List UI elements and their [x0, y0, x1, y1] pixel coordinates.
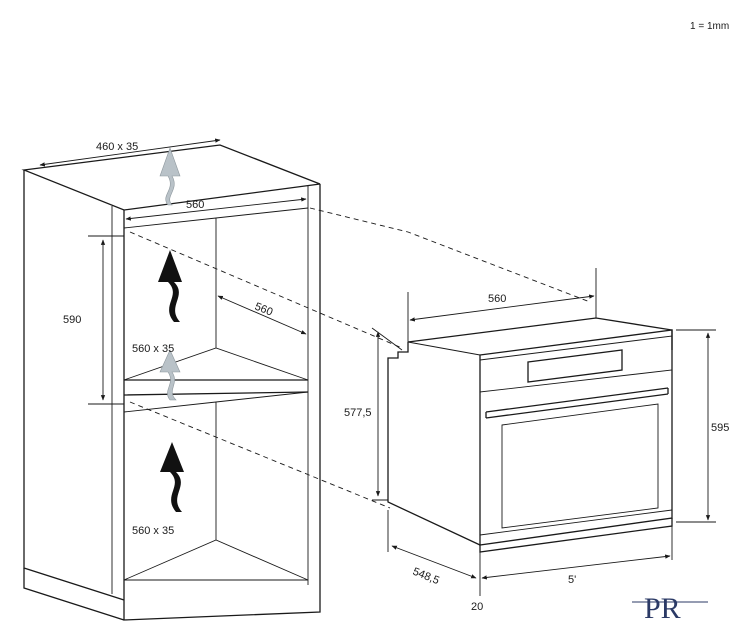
lower-niche	[123, 391, 309, 581]
oven-depth-label: 548,5	[411, 566, 441, 587]
oven-body	[387, 317, 673, 546]
display-window	[527, 349, 623, 383]
vent-arrow-middle-icon	[159, 349, 181, 401]
control-panel	[479, 335, 673, 393]
vent-arrow-upper-icon	[158, 250, 182, 322]
oven	[387, 317, 673, 553]
vent-bottom-label: 560 x 35	[132, 525, 174, 537]
brand-logo: PR	[632, 592, 708, 625]
oven-handle-icon	[485, 387, 669, 419]
inner-width-label: 560	[186, 199, 204, 211]
door-window	[501, 403, 659, 529]
front-offset-label: 5'	[568, 574, 576, 586]
cabinet-left-side	[23, 170, 125, 601]
middle-shelf	[123, 379, 309, 396]
brand-logo-text: PR	[644, 592, 681, 625]
cabinet	[21, 144, 321, 621]
oven-front	[479, 329, 673, 546]
door-thickness-label: 20	[471, 601, 483, 613]
scale-note: 1 = 1mm	[690, 21, 729, 32]
projection-lines	[129, 207, 591, 509]
top-vent-label: 460 x 35	[96, 141, 138, 153]
niche-depth-label: 560	[253, 301, 275, 319]
vent-arrow-top-icon	[159, 147, 181, 206]
vent-middle-label: 560 x 35	[132, 343, 174, 355]
niche-height-label: 590	[63, 314, 81, 326]
cabinet-dimensions	[39, 138, 307, 405]
vent-arrow-lower-icon	[160, 442, 184, 512]
oven-width-label: 560	[488, 293, 506, 305]
cabinet-plinth	[23, 568, 321, 621]
oven-total-height-label: 595	[711, 422, 729, 434]
oven-body-height-label: 577,5	[344, 407, 372, 419]
oven-dimensions	[371, 268, 716, 596]
